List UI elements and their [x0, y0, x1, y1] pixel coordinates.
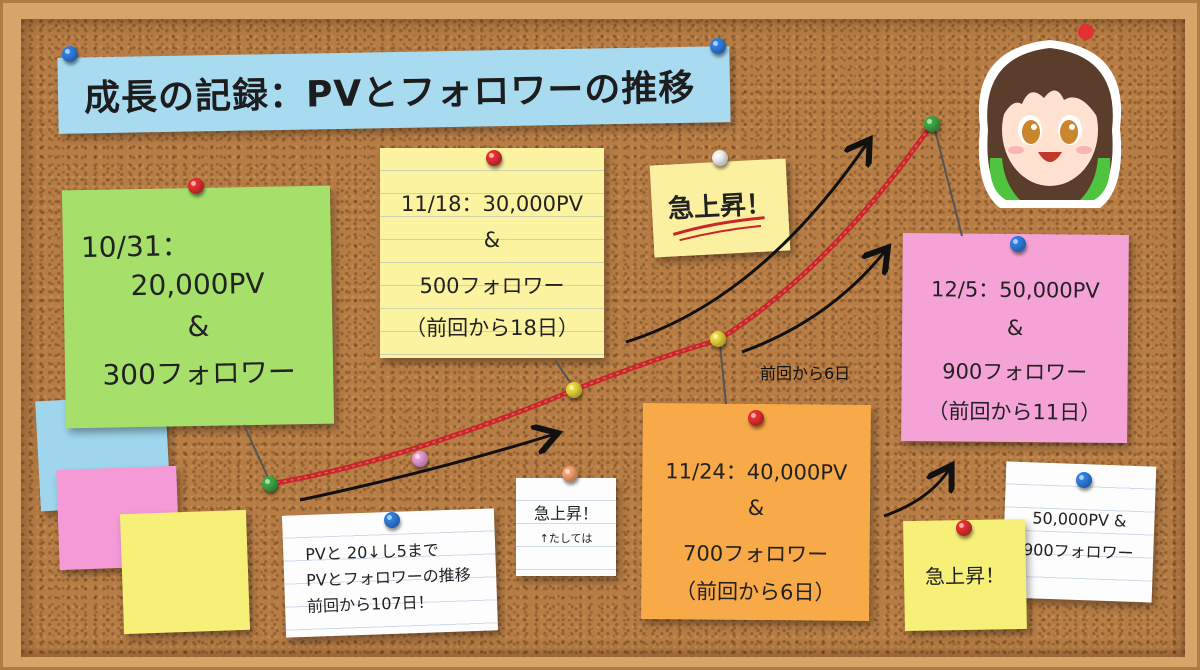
push-pin-icon: [262, 476, 278, 492]
push-pin-icon: [712, 150, 728, 166]
push-pin-icon: [956, 520, 972, 536]
push-pin-icon: [384, 512, 400, 528]
note-nov18: 11/18：30,000PV & 500フォロワー （前回から18日）: [380, 148, 604, 358]
push-pin-icon: [1076, 472, 1092, 488]
surge-small-line1: 急上昇！: [533, 504, 598, 523]
push-pin-icon: [562, 466, 578, 482]
surge-small-line2: ↑たしては: [539, 532, 593, 545]
character-avatar-icon: [978, 24, 1122, 208]
gap-label: 前回から6日: [760, 364, 851, 383]
push-pin-icon: [566, 382, 582, 398]
push-pin-icon: [62, 46, 78, 62]
note-nov18-pv: 11/18：30,000PV: [400, 192, 584, 216]
push-pin-icon: [188, 178, 204, 194]
arrow-icon: [741, 250, 886, 354]
note-nov18-amp: &: [483, 228, 501, 252]
push-pin-icon: [710, 38, 726, 54]
underline-icon: [672, 216, 765, 242]
push-pin-icon: [412, 451, 428, 467]
push-pin-icon: [924, 116, 940, 132]
red-string: [267, 121, 935, 487]
push-pin-icon: [486, 150, 502, 166]
surge-note-small: 急上昇！ ↑たしては: [516, 478, 616, 576]
push-pin-icon: [1010, 236, 1026, 252]
push-pin-icon: [748, 410, 764, 426]
arrow-icon: [299, 434, 555, 502]
arrow-icon: [883, 468, 950, 518]
arrow-icon: [625, 142, 868, 344]
push-pin-icon: [710, 331, 726, 347]
surge-note-top: 急上昇！: [649, 158, 791, 258]
note-nov18-gap: （前回から18日）: [405, 316, 579, 340]
note-nov18-followers: 500フォロワー: [419, 274, 565, 298]
